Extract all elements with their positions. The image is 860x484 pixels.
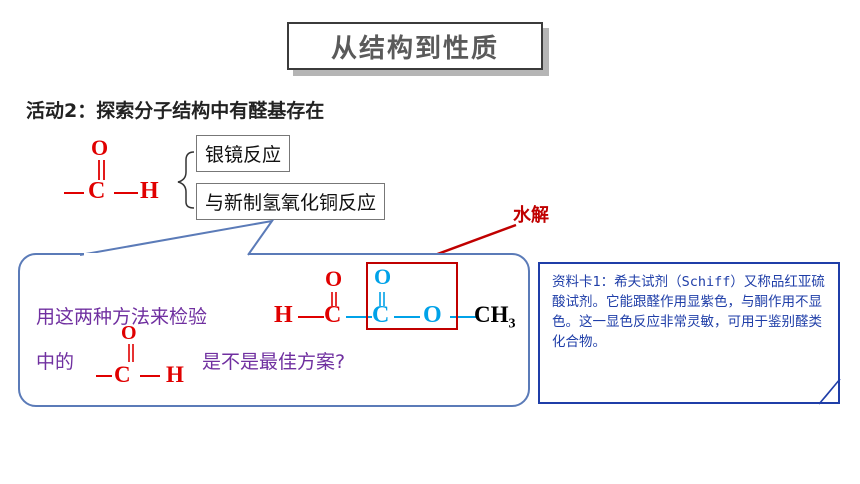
methyl-group: CH3 bbox=[474, 302, 516, 332]
bubble-tail bbox=[79, 219, 275, 257]
page-title: 从结构到性质 bbox=[330, 33, 499, 64]
carbon-atom: C bbox=[324, 302, 342, 328]
oxygen-atom: O bbox=[91, 135, 109, 160]
method-silver-mirror: 银镜反应 bbox=[196, 135, 291, 172]
hydrogen-atom: H bbox=[140, 178, 159, 204]
question-line-1: 用这两种方法来检验 bbox=[36, 306, 208, 328]
double-bond bbox=[128, 344, 134, 362]
carbon-atom: C bbox=[114, 362, 131, 387]
double-bond bbox=[98, 160, 105, 180]
brace-icon bbox=[177, 151, 195, 209]
carbonyl-oxygen-atom: O bbox=[325, 266, 343, 291]
info-card: 资料卡1：希夫试剂（Schiff）又称品红亚硫酸试剂。它能跟醛作用显紫色，与酮作… bbox=[538, 262, 840, 404]
method-copper-hydroxide: 与新制氢氧化铜反应 bbox=[196, 183, 386, 220]
question-bubble bbox=[18, 253, 530, 407]
hydrogen-atom: H bbox=[274, 302, 293, 328]
question-line-2-prefix: 中的 bbox=[36, 351, 75, 373]
title-box: 从结构到性质 bbox=[287, 22, 543, 70]
card-corner-curl bbox=[818, 378, 841, 405]
ester-oxygen-atom: O bbox=[423, 302, 442, 328]
double-bonds bbox=[331, 292, 385, 306]
hydrolysis-label: 水解 bbox=[513, 205, 549, 226]
carbon-atom: C bbox=[88, 178, 106, 204]
ester-highlight-box bbox=[366, 262, 458, 330]
question-line-2-suffix: 是不是最佳方案? bbox=[202, 351, 346, 373]
activity-heading: 活动2：探索分子结构中有醛基存在 bbox=[26, 100, 325, 122]
hydrogen-atom: H bbox=[166, 362, 184, 387]
single-bonds bbox=[64, 192, 138, 194]
ester-carbon-atom: C bbox=[372, 302, 390, 328]
single-bonds bbox=[96, 375, 160, 377]
ester-carbonyl-oxygen-atom: O bbox=[374, 264, 392, 289]
oxygen-atom: O bbox=[121, 322, 137, 344]
